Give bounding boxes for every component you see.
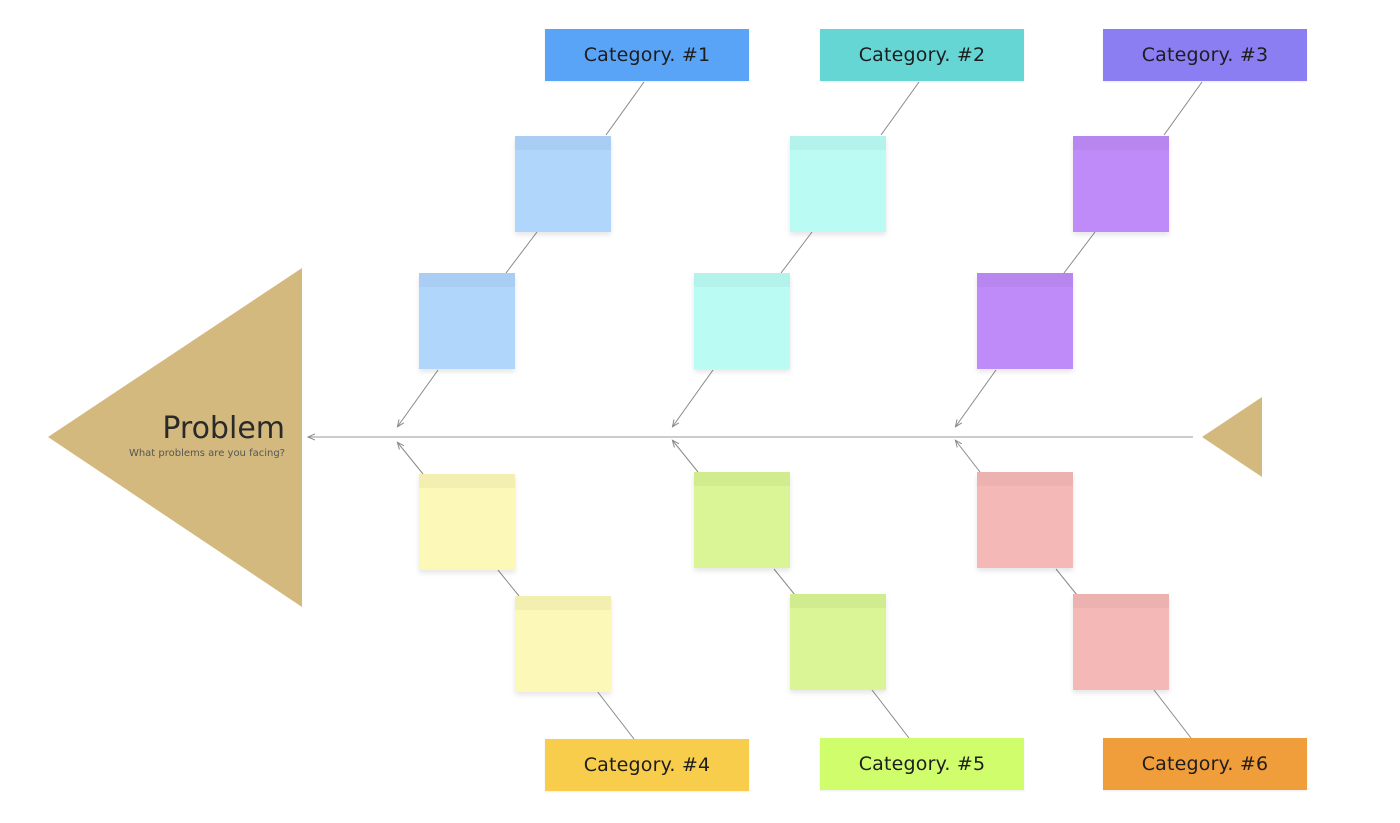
sticky-note-pink-1[interactable]	[977, 472, 1073, 568]
bone-2-segment-b	[780, 231, 813, 274]
sticky-note-blue-2[interactable]	[419, 273, 515, 369]
bone-1-segment-a	[605, 81, 645, 136]
bone-1-arrow	[398, 369, 439, 426]
category-5-box[interactable]: Category. #5	[820, 738, 1024, 790]
category-2-box[interactable]: Category. #2	[820, 29, 1024, 81]
bone-4-segment-a	[497, 569, 520, 597]
category-4-box[interactable]: Category. #4	[545, 739, 749, 791]
bone-2-arrow	[673, 369, 714, 426]
bone-6-arrow	[956, 441, 981, 473]
sticky-note-yellow-1[interactable]	[419, 474, 515, 570]
bone-4-segment-b	[596, 690, 635, 740]
sticky-note-yellow-2[interactable]	[515, 596, 611, 692]
bone-5-arrow	[673, 441, 699, 473]
bone-3-segment-a	[1163, 81, 1203, 136]
sticky-note-green-2[interactable]	[790, 594, 886, 690]
problem-subtitle: What problems are you facing?	[128, 448, 285, 459]
fish-tail-shape[interactable]	[1202, 397, 1262, 477]
bone-4-arrow	[398, 443, 424, 475]
category-3-box[interactable]: Category. #3	[1103, 29, 1307, 81]
bone-5-segment-a	[773, 568, 796, 596]
problem-title: Problem	[162, 411, 285, 446]
sticky-note-blue-1[interactable]	[515, 136, 611, 232]
bone-6-segment-b	[1153, 689, 1192, 739]
category-6-box[interactable]: Category. #6	[1103, 738, 1307, 790]
bone-3-segment-b	[1063, 231, 1096, 274]
sticky-note-purple-1[interactable]	[1073, 136, 1169, 232]
bone-5-segment-b	[871, 689, 910, 739]
bone-1-segment-b	[505, 231, 538, 274]
sticky-note-green-1[interactable]	[694, 472, 790, 568]
bone-3-arrow	[956, 369, 997, 426]
bone-6-segment-a	[1055, 568, 1078, 596]
bone-2-segment-a	[880, 81, 920, 136]
problem-label[interactable]: Problem What problems are you facing?	[129, 410, 285, 460]
sticky-note-cyan-2[interactable]	[694, 273, 790, 369]
fish-head-shape[interactable]	[48, 268, 302, 607]
sticky-note-pink-2[interactable]	[1073, 594, 1169, 690]
sticky-note-purple-2[interactable]	[977, 273, 1073, 369]
sticky-note-cyan-1[interactable]	[790, 136, 886, 232]
category-1-box[interactable]: Category. #1	[545, 29, 749, 81]
